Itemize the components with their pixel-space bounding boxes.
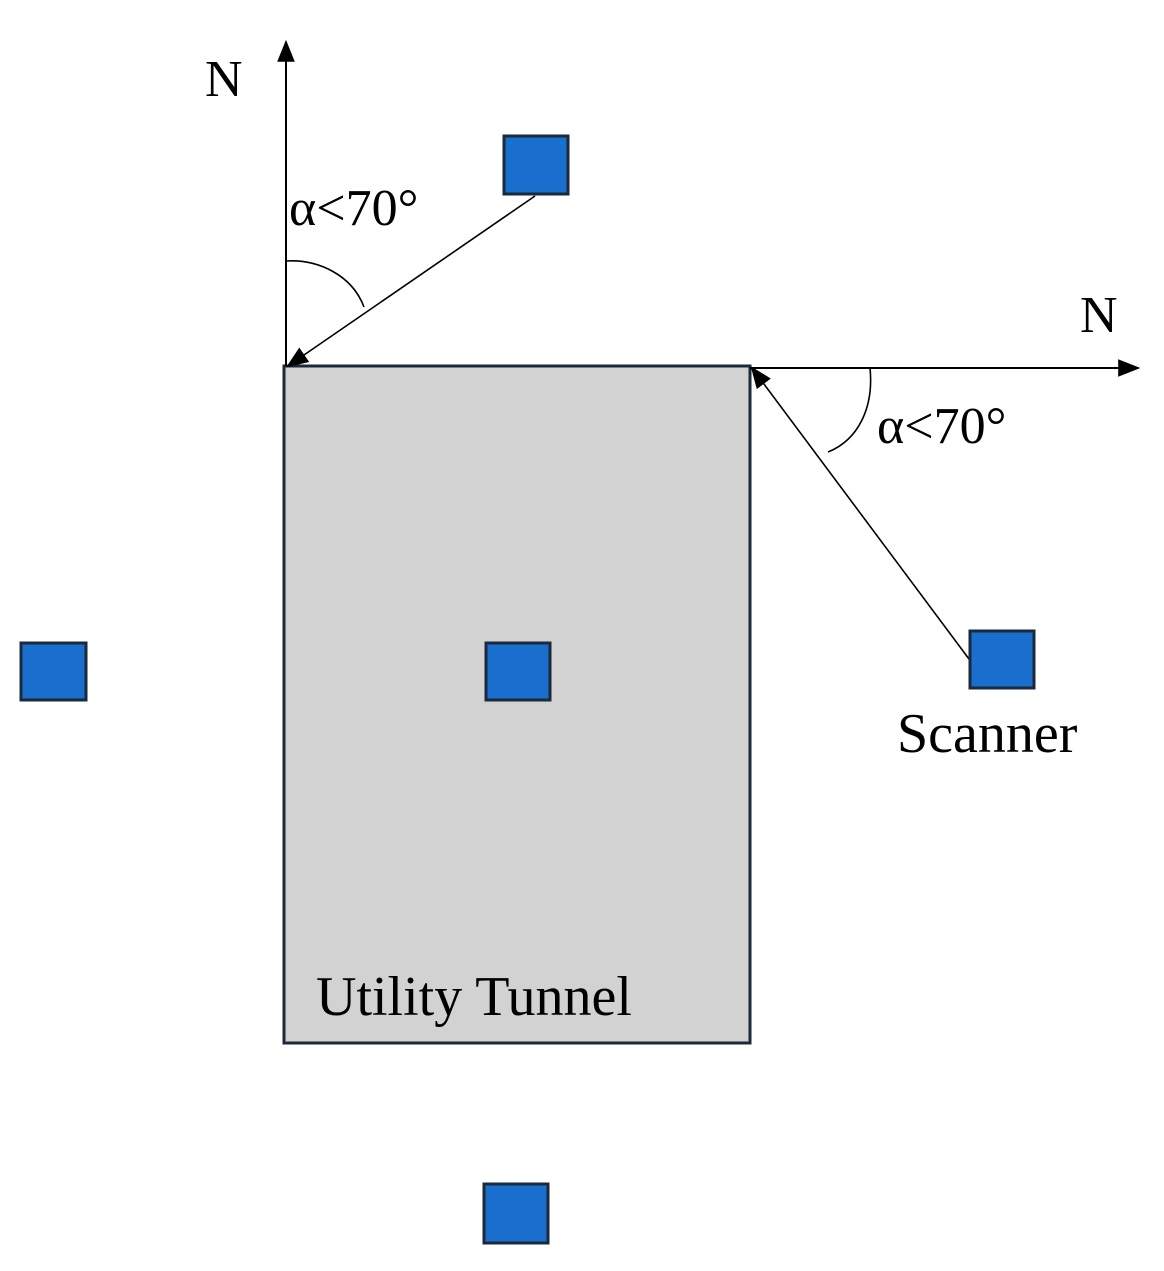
scanner-right: [968, 629, 1036, 690]
north-label-right: N: [1080, 287, 1118, 344]
beam-right-scanner: [750, 366, 970, 660]
angle-label-top: α<70°: [289, 180, 418, 237]
scanner-bottom: [482, 1182, 550, 1245]
tunnel-label: Utility Tunnel: [316, 966, 632, 1028]
north-label-top: N: [205, 51, 243, 108]
utility-tunnel: [282, 364, 752, 1045]
scanner-center: [484, 641, 552, 702]
angle-arc-right: [827, 367, 872, 453]
scanner-label: Scanner: [897, 703, 1078, 765]
scanner-top: [502, 134, 570, 196]
beam-top-scanner: [286, 195, 536, 368]
angle-label-right: α<70°: [877, 398, 1006, 455]
scanner-left: [19, 641, 88, 702]
angle-arc-top: [285, 260, 365, 308]
